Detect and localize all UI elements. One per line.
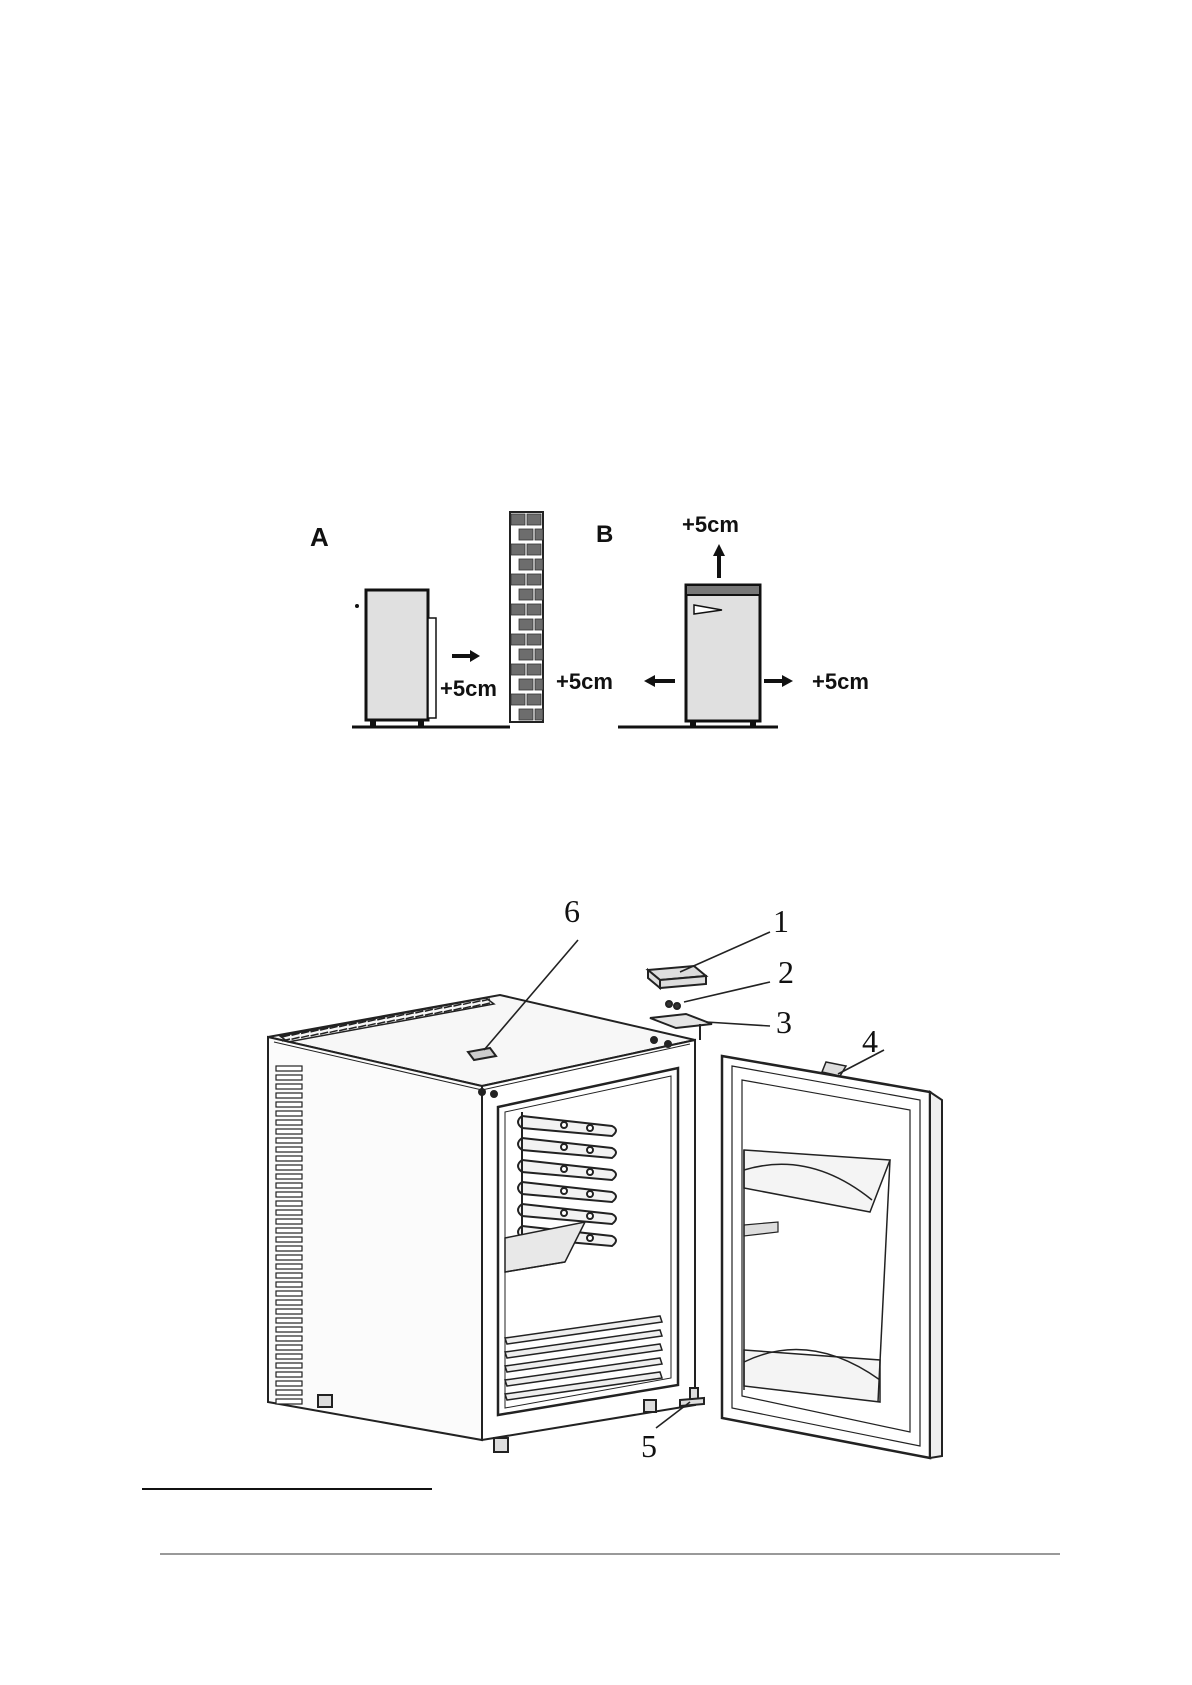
callout-6: 6 [564,893,580,929]
brick-wall [510,512,543,722]
callout-2: 2 [778,954,794,990]
panel-b: B +5cm +5cm +5cm [556,512,869,727]
callout-5: 5 [641,1428,657,1464]
door-reversal-diagram [268,966,942,1458]
panel-a-rear-gap-label: +5cm [440,676,497,701]
panel-a-rear-arrow-icon [452,650,480,662]
panel-b-right-gap-label: +5cm [812,669,869,694]
part-2-screws [666,1001,680,1009]
panel-b-top-arrow-icon [713,544,725,578]
panel-b-right-arrow-icon [764,675,793,687]
callout-3: 3 [776,1004,792,1040]
panel-a: A +5cm [310,512,543,727]
callout-4: 4 [862,1023,878,1059]
part-1-hinge-cover [648,966,706,988]
cabinet-body [268,995,695,1440]
panel-b-letter: B [596,521,613,548]
panel-b-top-gap-label: +5cm [682,512,739,537]
panel-a-fridge-side-view [355,590,436,726]
door-4 [722,1056,942,1458]
callout-1: 1 [773,903,789,939]
panel-a-letter: A [310,522,329,552]
panel-b-left-arrow-icon [644,675,675,687]
panel-b-fridge-front-view [686,585,760,727]
panel-b-left-gap-label: +5cm [556,669,613,694]
